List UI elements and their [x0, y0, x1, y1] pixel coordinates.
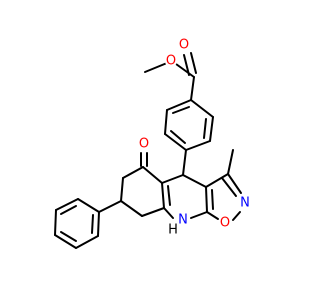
bond-methyl-o	[144, 62, 168, 73]
bond-phenyl-2	[55, 198, 79, 211]
bond-benzoate-inner-3	[172, 106, 190, 114]
nh-group: N H	[167, 213, 189, 238]
isoxazole-nitrogen: N	[239, 196, 251, 211]
bond-c4a-c5	[142, 166, 163, 184]
bond-phenyl-inner-1	[60, 205, 77, 215]
bond-carbonyl-double-o-2	[190, 52, 197, 74]
ketone-oxygen: O	[138, 137, 150, 152]
bond-benzoate-6	[166, 99, 192, 111]
bond-carbonyl-double-o	[183, 54, 190, 76]
bond-c8a-nh	[163, 207, 174, 219]
bond-benzoate-c4	[182, 149, 187, 176]
bonds	[54, 52, 242, 249]
bond-phenyl-5	[75, 235, 99, 249]
bond-c4-c4a	[161, 174, 184, 184]
bond-c7-c8	[120, 200, 143, 217]
bond-c4-c3a	[182, 174, 207, 188]
isoxazole-oxygen: O	[219, 216, 231, 231]
bond-c3-n-inner	[221, 177, 237, 197]
bond-c8a-c4a	[161, 182, 165, 209]
bond-c9a-c3a-inner	[211, 189, 214, 210]
bond-phenyl-3	[54, 209, 57, 236]
bond-benzoate-inner-1	[203, 118, 207, 139]
bond-benzoate-4	[164, 133, 187, 151]
bond-nh-c9a	[190, 211, 208, 219]
atom-label-n: N	[240, 196, 250, 211]
bond-benzoate-inner-2	[170, 130, 186, 144]
bond-c6-c7	[120, 177, 124, 202]
atom-label-o: O	[139, 137, 149, 152]
atom-labels: O O O N O N H	[138, 38, 251, 238]
chemical-structure-diagram: O O O N O N H	[54, 37, 251, 249]
bond-c5-c6	[122, 166, 144, 179]
bond-c9a-c3a	[205, 186, 208, 213]
atom-label-o: O	[220, 216, 230, 231]
bond-o-c9a	[206, 211, 219, 220]
atom-label-o: O	[166, 54, 176, 69]
bond-benzoate-1	[190, 99, 214, 118]
atom-label-n: N	[178, 213, 188, 228]
bond-benzoate-5	[164, 109, 168, 135]
atom-label-h: H	[168, 223, 178, 238]
bond-phenyl-inner-3	[91, 214, 94, 234]
bond-c8a-c4a-inner	[167, 185, 171, 206]
ester-oxygen-single: O	[165, 54, 177, 69]
bond-n-o	[232, 211, 241, 221]
bond-benzoate-3	[185, 140, 211, 151]
bond-benzoate-2	[209, 116, 214, 142]
bond-c8-c8a	[141, 207, 165, 217]
bond-c7-phenyl	[98, 200, 122, 213]
bond-carbonyl-ring	[190, 76, 195, 101]
bond-phenyl-inner-2	[60, 231, 77, 242]
bond-c3-n	[227, 173, 242, 194]
ester-oxygen-double: O	[178, 38, 190, 53]
bond-phenyl-6	[97, 211, 100, 237]
bond-phenyl-1	[77, 198, 100, 213]
atom-label-o: O	[179, 38, 189, 53]
bond-phenyl-4	[54, 234, 77, 249]
bond-c3a-c3	[205, 173, 229, 188]
bond-o-carbonyl	[175, 63, 195, 78]
bond-c3-methyl	[227, 149, 234, 175]
